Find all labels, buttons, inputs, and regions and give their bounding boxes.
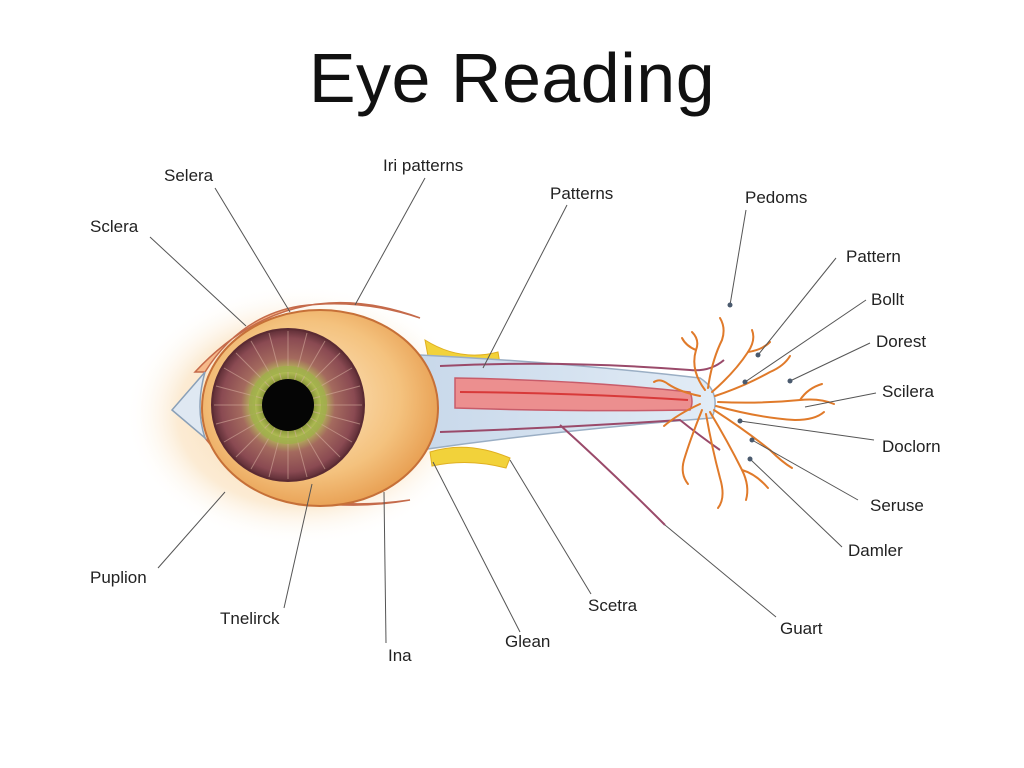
label-damler: Damler xyxy=(848,541,903,560)
label-seruse: Seruse xyxy=(870,496,924,515)
label-dorest: Dorest xyxy=(876,332,927,351)
label-bollt: Bollt xyxy=(871,290,905,309)
page-title: Eye Reading xyxy=(308,39,716,117)
vessel-lower xyxy=(439,418,721,451)
lower-tendon xyxy=(429,446,511,469)
label-doclorn: Doclorn xyxy=(882,437,941,456)
leader-lines xyxy=(149,177,877,644)
vessel-drop xyxy=(559,424,666,526)
eye-corner xyxy=(170,371,207,441)
label-selera: Selera xyxy=(164,166,214,185)
label-pattern: Pattern xyxy=(846,247,901,266)
label-patterns: Patterns xyxy=(550,184,614,203)
upper-eyelid xyxy=(193,301,421,373)
optic-nerve-center-line xyxy=(459,391,689,401)
label-scilera: Scilera xyxy=(882,382,934,401)
label-scetra: Scetra xyxy=(588,596,638,615)
label-iri-patterns: Iri patterns xyxy=(383,156,464,175)
label-glean: Glean xyxy=(505,632,551,651)
label-ina: Ina xyxy=(388,646,412,665)
pupil xyxy=(262,379,314,431)
leader-dots xyxy=(727,302,793,462)
iris-inner-ring xyxy=(249,366,327,444)
label-puplion: Puplion xyxy=(90,568,147,587)
nerve-fibers xyxy=(653,317,835,509)
vessel-upper xyxy=(439,359,725,372)
label-pedoms: Pedoms xyxy=(745,188,808,207)
label-guart: Guart xyxy=(780,619,823,638)
label-sclera-left: Sclera xyxy=(90,217,139,236)
label-tnelirck: Tnelirck xyxy=(220,609,280,628)
